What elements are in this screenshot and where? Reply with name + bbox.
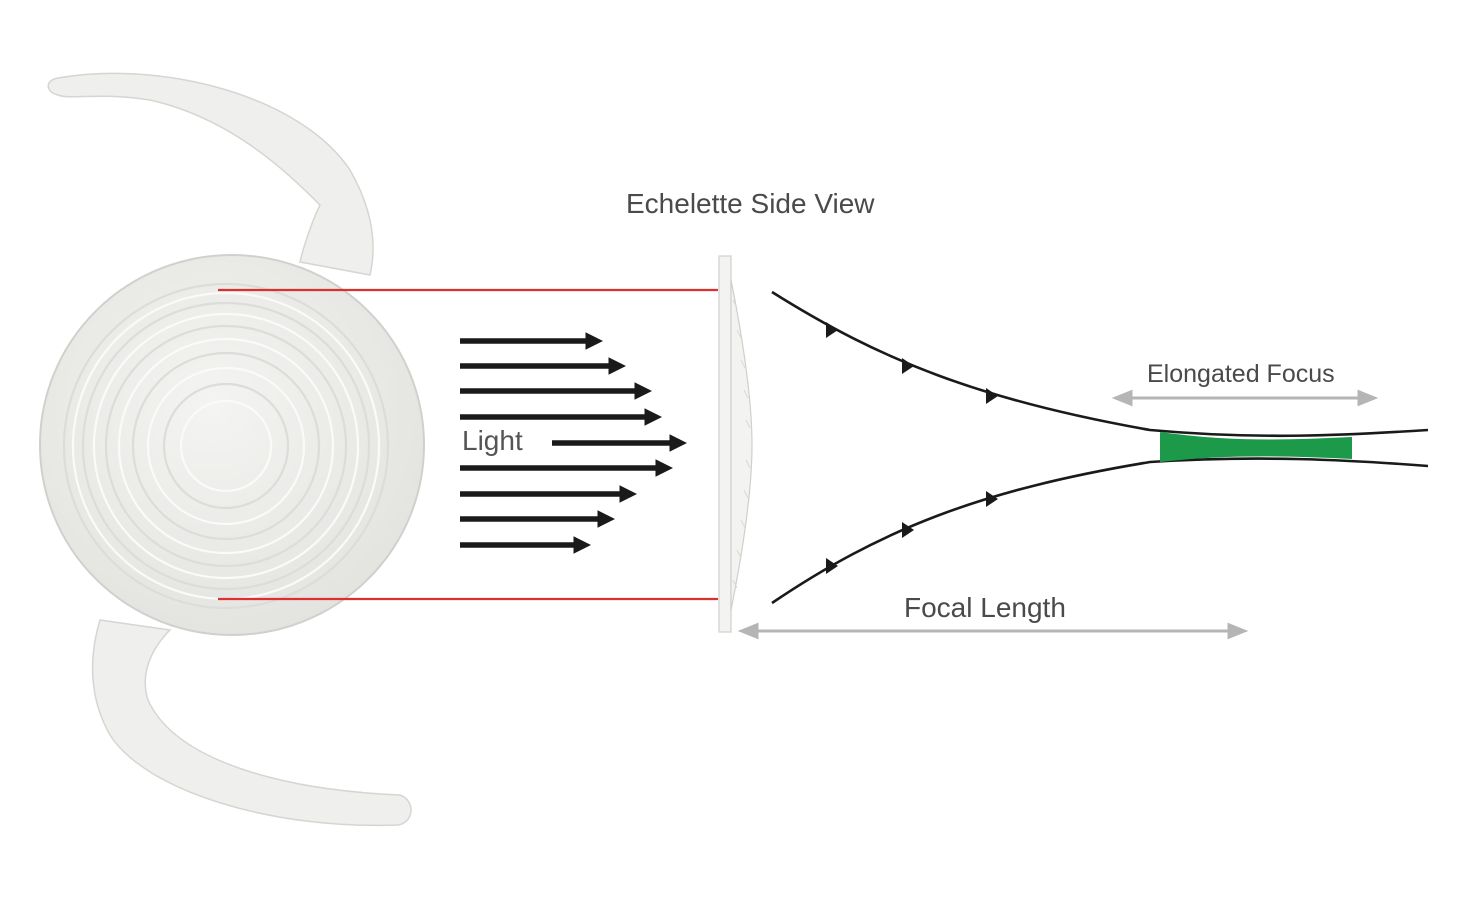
echelette-profile-icon	[718, 255, 753, 633]
diagram-title: Echelette Side View	[626, 188, 875, 219]
elongated-focus-label: Elongated Focus	[1147, 360, 1335, 388]
lower-ray	[771, 457, 1429, 605]
intraocular-lens-icon	[39, 72, 425, 827]
diffractive-ring	[146, 366, 306, 526]
diffractive-ring	[92, 312, 360, 580]
diffractive-ring	[131, 351, 321, 541]
diffractive-ring	[62, 282, 390, 610]
light-label: Light	[462, 425, 523, 456]
diffractive-ring	[104, 324, 348, 568]
diffractive-rings	[62, 282, 390, 610]
diffractive-ring	[162, 382, 290, 510]
upper-haptic	[47, 72, 374, 276]
diffractive-ring	[179, 399, 273, 493]
diffractive-ring	[81, 301, 371, 591]
focal-length-label: Focal Length	[904, 592, 1066, 623]
diffractive-ring	[117, 337, 335, 555]
converging-rays	[771, 290, 1429, 605]
upper-ray	[771, 290, 1429, 438]
light-arrows	[460, 332, 688, 554]
elongated-focus-band	[1160, 432, 1352, 462]
lower-haptic	[91, 619, 412, 827]
ray-direction-arrows	[826, 322, 998, 574]
